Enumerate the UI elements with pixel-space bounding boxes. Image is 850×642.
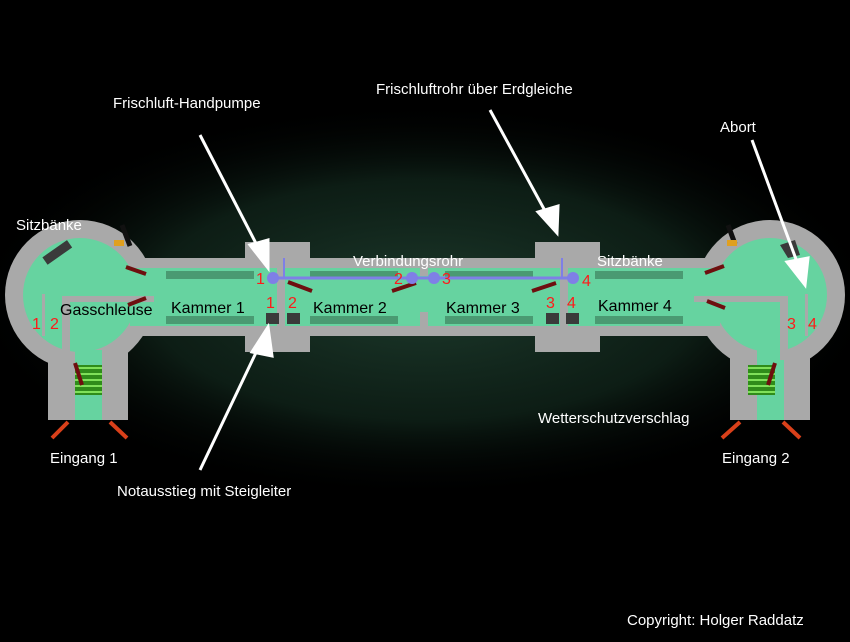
hatch-4: [566, 313, 579, 324]
arrowhead: [249, 322, 274, 358]
door: [391, 281, 417, 293]
num-valve-4: 4: [582, 273, 591, 290]
bench: [310, 271, 398, 279]
partitions: [42, 268, 808, 360]
num-valve-3: 3: [442, 271, 451, 288]
right-lock-divider: [805, 294, 808, 336]
arrow-toilet: [750, 139, 802, 271]
air-vent-filter-right: [727, 240, 737, 246]
valve-1: [267, 272, 279, 284]
benches: [166, 271, 683, 324]
label-kammer-2: Kammer 2: [313, 300, 387, 317]
num-left-lock-1: 1: [32, 316, 41, 333]
bench: [166, 271, 254, 279]
valve-4: [567, 272, 579, 284]
right-lock-room: [713, 238, 827, 352]
num-exit-2: 2: [288, 295, 297, 312]
wall-kammer-2-3-top: [420, 268, 428, 276]
annotation-arrows: [198, 109, 810, 471]
entrance-door: [781, 420, 802, 440]
right-lock-partition-h: [694, 296, 786, 302]
entrance-doors: [50, 420, 802, 440]
door: [704, 264, 725, 275]
arrowhead: [784, 256, 810, 289]
num-exit-1: 1: [266, 295, 275, 312]
valve-2: [406, 272, 418, 284]
label-gas-lock: Gasschleuse: [60, 302, 153, 319]
left-lock-partition-v: [62, 296, 70, 358]
door: [127, 296, 147, 307]
arrow-surface-pipe: [488, 109, 552, 221]
arrowhead: [247, 238, 270, 273]
label-kammer-4: Kammer 4: [598, 298, 672, 315]
wall-kammer-1-2: [277, 268, 285, 326]
door: [531, 281, 557, 293]
door: [73, 362, 84, 386]
num-valve-1: 1: [256, 271, 265, 288]
label-benches-left: Sitzbänke: [16, 217, 82, 234]
right-lock-partition-v: [780, 296, 788, 360]
num-left-lock-2: 2: [50, 316, 59, 333]
num-valve-2: 2: [394, 271, 403, 288]
label-benches-right: Sitzbänke: [597, 253, 663, 270]
air-vent-left: [119, 224, 133, 247]
left-lock-divider: [42, 294, 45, 336]
arrow-exit: [198, 339, 264, 471]
label-entrance-2: Eingang 2: [722, 450, 790, 467]
left-lock-room: [23, 238, 137, 352]
door: [125, 265, 147, 276]
label-pump: Frischluft-Handpumpe: [113, 95, 261, 112]
doors: [73, 264, 777, 386]
door: [287, 280, 313, 293]
label-kammer-1: Kammer 1: [171, 300, 245, 317]
label-weather-shelter: Wetterschutzverschlag: [538, 410, 689, 427]
copyright: Copyright: Holger Raddatz: [627, 612, 804, 629]
door: [706, 299, 726, 310]
label-connecting-pipe: Verbindungsrohr: [353, 253, 463, 270]
num-exit-3: 3: [546, 295, 555, 312]
wall-kammer-3-4: [560, 268, 568, 326]
bench-left-lock: [42, 240, 73, 265]
bench: [445, 271, 533, 279]
label-surface-pipe: Frischluftrohr über Erdgleiche: [376, 81, 573, 98]
bench: [166, 316, 254, 324]
entrance-door: [108, 420, 129, 440]
num-right-lock-4: 4: [808, 316, 817, 333]
num-exit-4: 4: [567, 295, 576, 312]
label-entrance-1: Eingang 1: [50, 450, 118, 467]
entrance-door: [50, 420, 70, 440]
bench: [310, 316, 398, 324]
left-lock-partition-h: [62, 296, 154, 302]
valve-3: [428, 272, 440, 284]
num-right-lock-3: 3: [787, 316, 796, 333]
arrowhead: [535, 203, 560, 237]
door: [766, 362, 777, 386]
bench: [445, 316, 533, 324]
air-vent-filter-left: [114, 240, 124, 246]
hatch-1: [266, 313, 279, 324]
bench: [595, 271, 683, 279]
label-toilet: Abort: [720, 119, 757, 136]
bench: [595, 316, 683, 324]
entrance-door: [720, 420, 742, 440]
label-kammer-3: Kammer 3: [446, 300, 520, 317]
hatch-3: [546, 313, 559, 324]
label-emergency-exit: Notausstieg mit Steigleiter: [117, 483, 291, 500]
hatch-2: [287, 313, 300, 324]
stairs-entrance-1: [75, 365, 102, 395]
fresh-air-pipe: [267, 258, 579, 284]
arrow-pump: [198, 134, 264, 256]
wall-kammer-2-3-bottom: [420, 312, 428, 326]
emergency-hatches: [266, 313, 579, 324]
